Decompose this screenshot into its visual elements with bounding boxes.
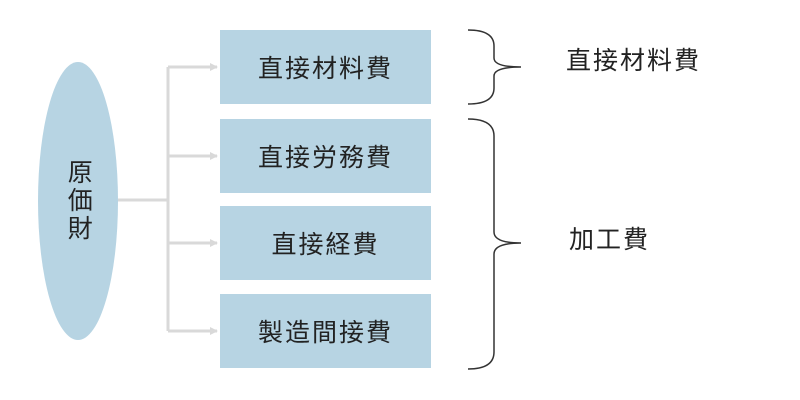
item-label: 直接経費 — [271, 230, 380, 259]
brace-bottom — [467, 118, 522, 370]
item-box-direct-expense: 直接経費 — [220, 206, 431, 280]
item-label: 直接労務費 — [257, 143, 393, 172]
item-label: 直接材料費 — [257, 54, 393, 83]
brace-top — [467, 29, 522, 105]
root-label: 原価財 — [64, 159, 94, 243]
category-direct-material: 直接材料費 — [566, 46, 702, 75]
item-box-manufacturing-overhead: 製造間接費 — [220, 294, 431, 368]
item-box-direct-material: 直接材料費 — [220, 30, 431, 104]
root-ellipse — [38, 62, 118, 340]
item-box-direct-labor: 直接労務費 — [220, 119, 431, 193]
category-processing-cost: 加工費 — [569, 225, 651, 254]
item-label: 製造間接費 — [257, 318, 393, 347]
